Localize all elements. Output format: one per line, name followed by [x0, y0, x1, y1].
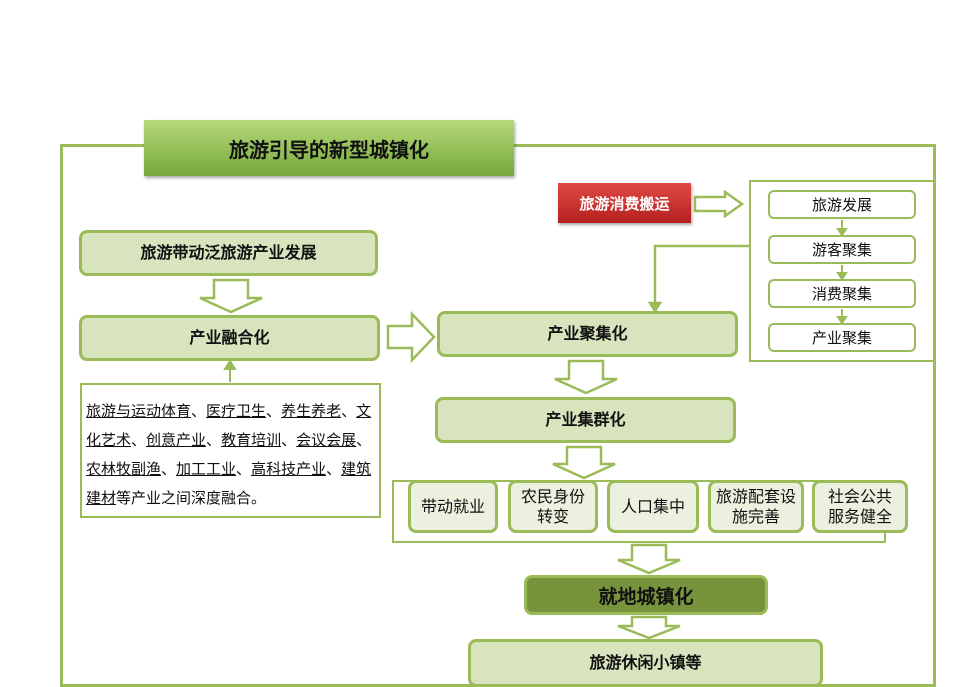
arrow-down-icon — [199, 278, 263, 314]
desc-item: 加工工业 — [176, 460, 237, 478]
desc-sep: 、 — [206, 431, 222, 449]
desc-item: 创意产业 — [146, 431, 207, 449]
desc-sep: 、 — [191, 402, 207, 420]
desc-item: 养生养老 — [281, 402, 342, 420]
desc-item: 农林牧副渔 — [86, 460, 162, 478]
industry-agglomeration-box: 产业聚集化 — [437, 311, 738, 357]
arrow-down-icon — [836, 228, 848, 237]
chain-frame — [749, 180, 936, 362]
desc-sep: 、 — [161, 460, 177, 478]
effect-farmer-identity: 农民身份转变 — [508, 480, 598, 533]
effect-employment: 带动就业 — [408, 480, 498, 533]
arrow-up-icon — [223, 359, 237, 370]
arrow-down-icon — [552, 445, 616, 480]
arrow-down-icon — [617, 615, 681, 640]
desc-tail: 等产业之间深度融合。 — [116, 489, 267, 507]
arrow-down-icon — [836, 316, 848, 325]
desc-sep: 、 — [281, 431, 297, 449]
chain-item-consumption-gathering: 消费聚集 — [768, 279, 916, 308]
desc-item: 高科技产业 — [251, 460, 327, 478]
arrow-down-icon — [647, 301, 663, 314]
desc-sep: 、 — [266, 402, 282, 420]
chain-item-tourism-development: 旅游发展 — [768, 190, 916, 219]
desc-sep: 、 — [131, 431, 147, 449]
tourism-drives-industry-box: 旅游带动泛旅游产业发展 — [79, 230, 378, 276]
desc-item: 会议会展 — [296, 431, 357, 449]
desc-item: 文化艺术 — [86, 402, 372, 449]
chain-item-tourist-gathering: 游客聚集 — [768, 235, 916, 264]
industry-cluster-box: 产业集群化 — [435, 397, 736, 443]
desc-item: 建筑建材 — [86, 460, 372, 507]
arrow-down-icon — [554, 359, 618, 395]
chain-item-industry-gathering: 产业聚集 — [768, 323, 916, 352]
arrow-right-icon — [386, 310, 436, 364]
fusion-description: 旅游与运动体育、医疗卫生、养生养老、文化艺术、创意产业、教育培训、会议会展、农林… — [80, 383, 381, 518]
desc-item: 医疗卫生 — [206, 402, 267, 420]
tourism-consumption-box: 旅游消费搬运 — [558, 183, 691, 223]
effect-public-services: 社会公共服务健全 — [812, 480, 908, 533]
arrow-down-icon — [836, 272, 848, 281]
diagram-title: 旅游引导的新型城镇化 — [144, 120, 514, 176]
desc-item: 旅游与运动体育 — [86, 402, 192, 420]
desc-sep: 、 — [341, 402, 357, 420]
industry-fusion-box: 产业融合化 — [79, 315, 380, 361]
leisure-towns-box: 旅游休闲小镇等 — [468, 639, 823, 687]
arrow-right-icon — [693, 189, 745, 219]
desc-sep: 、 — [236, 460, 252, 478]
effect-population: 人口集中 — [607, 480, 699, 533]
local-urbanization-box: 就地城镇化 — [524, 575, 768, 615]
effect-facilities: 旅游配套设施完善 — [708, 480, 804, 533]
desc-sep: 、 — [356, 431, 372, 449]
desc-sep: 、 — [326, 460, 342, 478]
desc-item: 教育培训 — [221, 431, 282, 449]
arrow-down-icon — [617, 543, 681, 575]
